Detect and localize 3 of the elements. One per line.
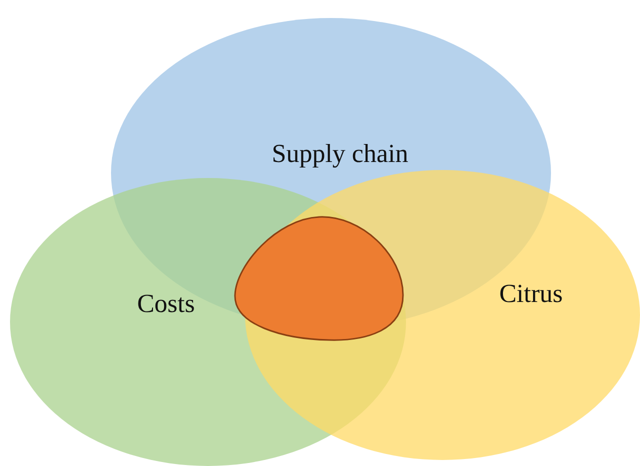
set-label: Costs bbox=[137, 289, 195, 319]
set-label: Supply chain bbox=[272, 139, 408, 169]
set-label: Citrus bbox=[499, 279, 563, 309]
